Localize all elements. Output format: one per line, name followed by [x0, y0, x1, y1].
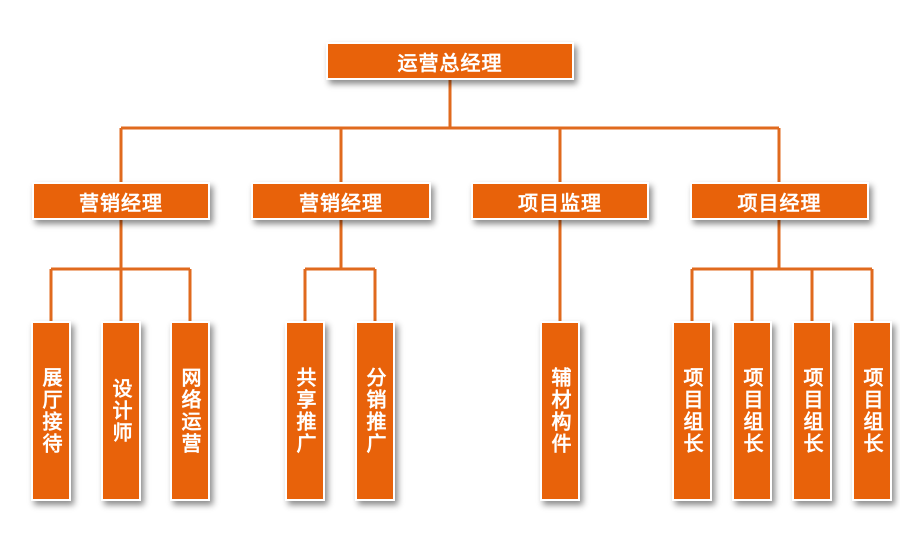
level2-node-team-lead-4: 项目组长 — [852, 321, 892, 501]
node-label: 辅材构件 — [548, 367, 572, 455]
level2-node-reception: 展厅接待 — [31, 321, 71, 501]
node-label: 项目经理 — [737, 190, 822, 215]
node-label: 网络运营 — [178, 367, 202, 455]
node-label: 营销经理 — [79, 190, 163, 215]
node-label: 设计师 — [109, 378, 133, 444]
level2-node-distribution-promo: 分销推广 — [355, 321, 395, 501]
level1-node-project-manager: 项目经理 — [690, 182, 869, 220]
level2-node-team-lead-1: 项目组长 — [672, 321, 712, 501]
node-label: 分销推广 — [363, 367, 387, 455]
root-label: 运营总经理 — [397, 50, 503, 75]
level2-node-designer: 设计师 — [101, 321, 141, 501]
node-label: 项目组长 — [860, 367, 884, 455]
level2-node-shared-promo: 共享推广 — [285, 321, 325, 501]
level1-node-sales-manager-2: 营销经理 — [251, 182, 431, 220]
node-label: 展厅接待 — [39, 367, 63, 455]
node-label: 项目组长 — [680, 367, 704, 455]
level2-node-team-lead-2: 项目组长 — [732, 321, 772, 501]
level1-node-project-supervisor: 项目监理 — [471, 182, 649, 220]
node-label: 项目监理 — [518, 190, 602, 215]
level2-node-online-ops: 网络运营 — [170, 321, 210, 501]
level2-node-team-lead-3: 项目组长 — [792, 321, 832, 501]
node-label: 项目组长 — [800, 367, 824, 455]
root-node: 运营总经理 — [326, 42, 574, 80]
node-label: 项目组长 — [740, 367, 764, 455]
level2-node-materials: 辅材构件 — [540, 321, 580, 501]
node-label: 营销经理 — [299, 190, 383, 215]
node-label: 共享推广 — [293, 367, 317, 455]
level1-node-sales-manager-1: 营销经理 — [32, 182, 210, 220]
